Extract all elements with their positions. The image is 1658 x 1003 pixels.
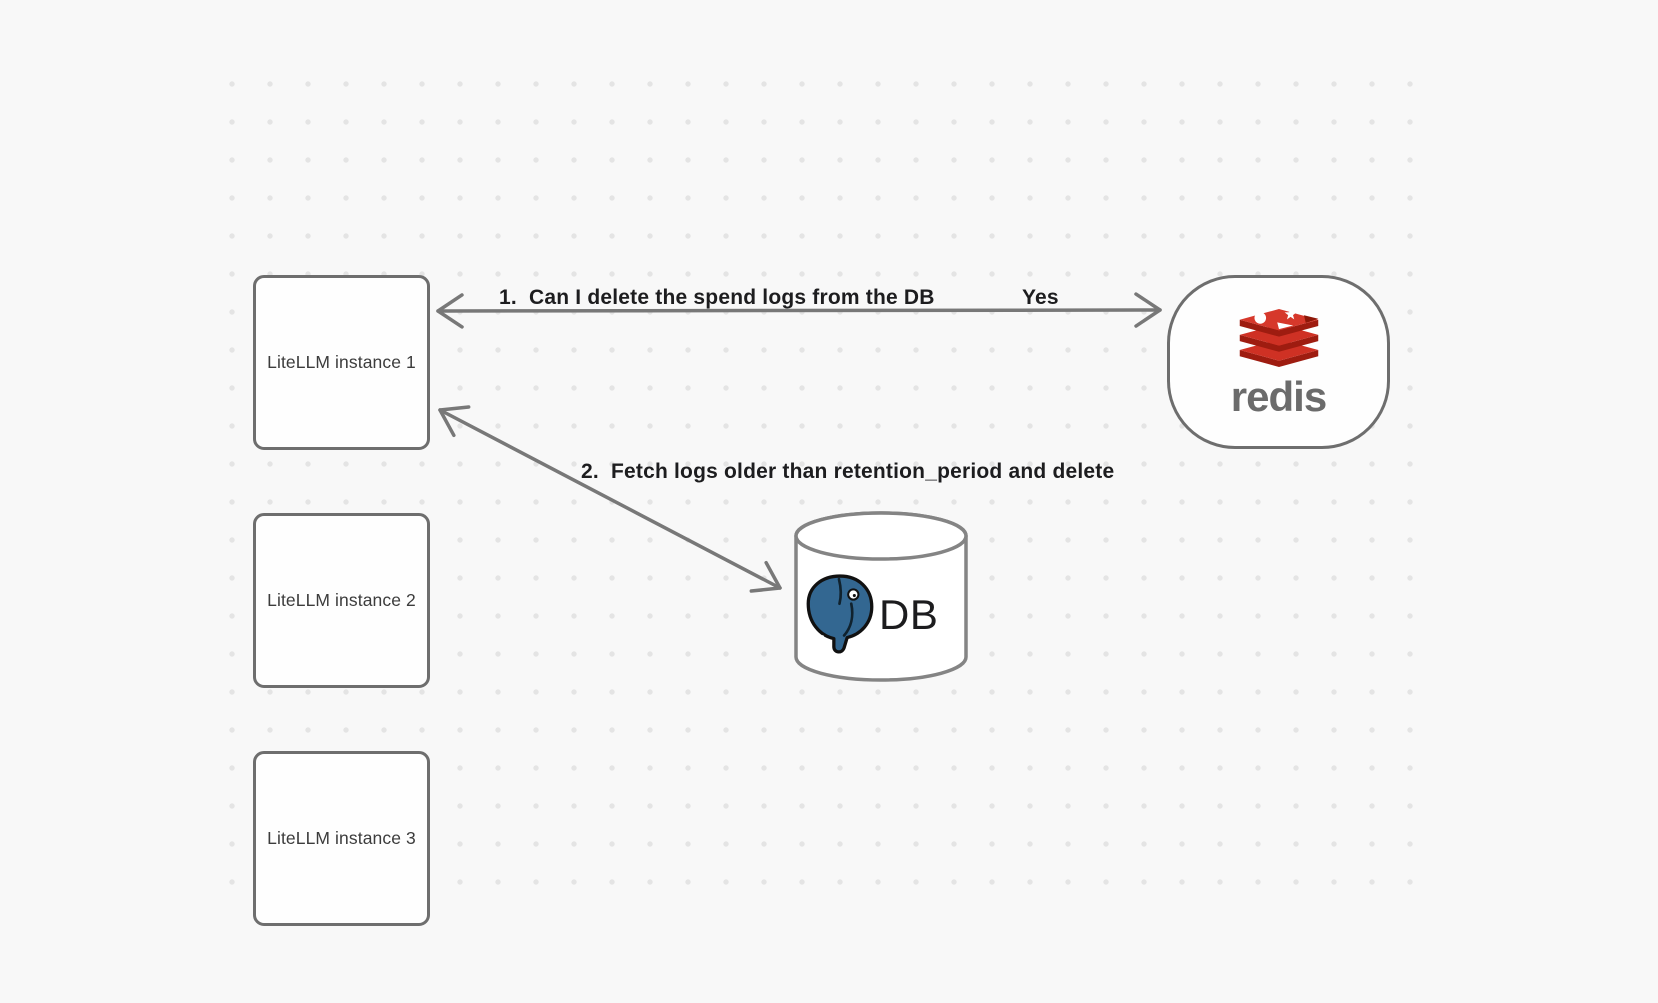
database-label: DB: [879, 591, 939, 638]
redis-wordmark: redis: [1230, 372, 1327, 420]
node-litellm-instance-2-label: LiteLLM instance 2: [267, 590, 416, 610]
node-redis: redis: [1167, 275, 1390, 449]
edge2-label: 2. Fetch logs older than retention_perio…: [581, 460, 1115, 483]
node-litellm-instance-3-label: LiteLLM instance 3: [267, 828, 416, 848]
postgresql-elephant-icon: [806, 574, 874, 654]
node-database: DB: [793, 510, 969, 686]
node-litellm-instance-1: LiteLLM instance 1: [253, 275, 430, 450]
node-litellm-instance-2: LiteLLM instance 2: [253, 513, 430, 688]
node-litellm-instance-3: LiteLLM instance 3: [253, 751, 430, 926]
edge1-response-label: Yes: [1022, 286, 1059, 309]
edge1-label: 1. Can I delete the spend logs from the …: [499, 286, 935, 309]
redis-logo-icon: [1239, 308, 1318, 367]
database-content: DB: [802, 570, 962, 660]
node-litellm-instance-1-label: LiteLLM instance 1: [267, 352, 416, 372]
